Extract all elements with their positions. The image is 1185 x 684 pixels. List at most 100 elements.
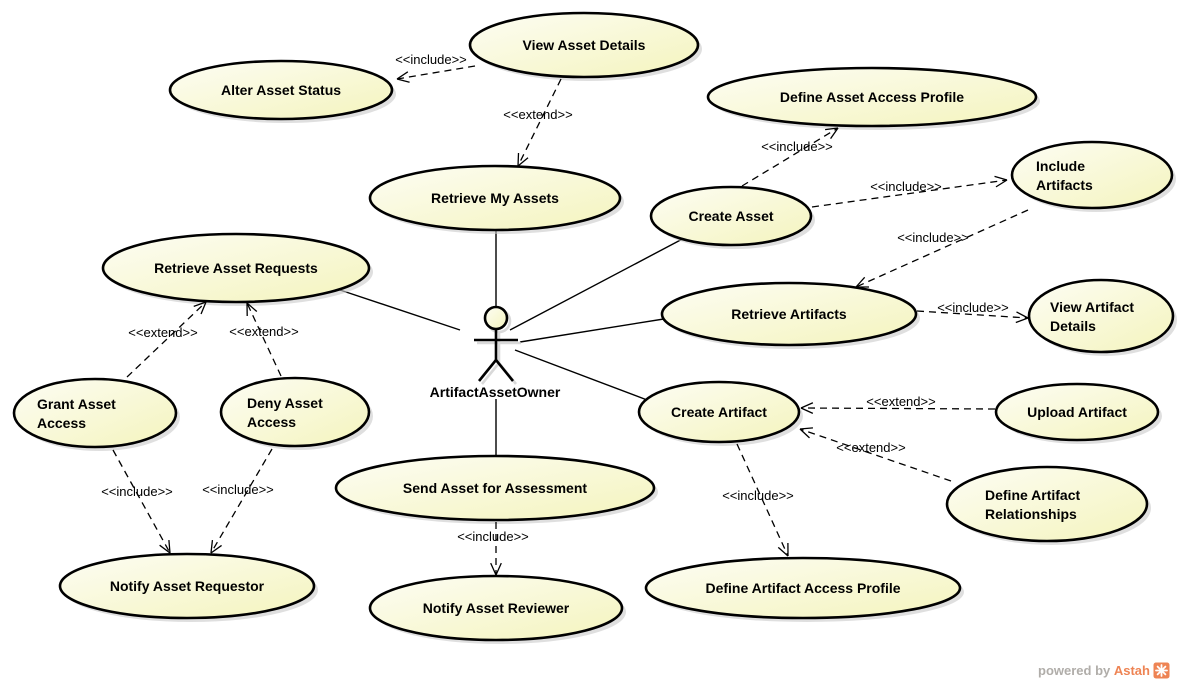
open-arrowhead-icon bbox=[799, 427, 814, 430]
usecase-ellipse bbox=[706, 66, 1038, 128]
stereotype-label: <<include>> bbox=[202, 482, 274, 497]
watermark-brand-link[interactable]: Astah bbox=[1113, 662, 1150, 678]
usecase-ellipse bbox=[660, 281, 918, 347]
dependency-dashed-line bbox=[517, 78, 562, 167]
open-arrowhead-icon bbox=[799, 428, 810, 439]
association-owner-create-asset bbox=[509, 234, 691, 331]
open-arrowhead-icon bbox=[210, 544, 222, 554]
stereotype-label: <<include>> bbox=[870, 179, 942, 194]
usecase-label-create-artifact: Create Artifact bbox=[671, 404, 767, 420]
usecase-label-retrieve-my-assets: Retrieve My Assets bbox=[431, 190, 559, 206]
open-arrowhead-icon bbox=[995, 179, 1008, 188]
usecase-deny-asset-access bbox=[219, 376, 373, 450]
stereotype-label: <<include>> bbox=[761, 139, 833, 154]
stereotype-label: <<include>> bbox=[937, 300, 1009, 315]
dependency-upload-artifact-extend-create-artifact: <<extend>> bbox=[800, 394, 996, 414]
usecase-create-artifact bbox=[637, 380, 803, 446]
open-arrowhead-icon bbox=[396, 71, 409, 80]
usecase-retrieve-my-assets bbox=[368, 164, 624, 234]
dependency-view-asset-details-include-alter-asset-status: <<include>> bbox=[395, 52, 476, 83]
stereotype-label: <<include>> bbox=[897, 230, 969, 245]
open-arrowhead-icon bbox=[495, 562, 502, 576]
actor-head bbox=[483, 305, 509, 331]
usecase-create-asset bbox=[649, 185, 815, 249]
dependency-dashed-line bbox=[736, 443, 789, 557]
association-owner-retrieve-asset-requests bbox=[339, 289, 461, 331]
usecase-notify-asset-requestor bbox=[58, 552, 318, 622]
association-owner-retrieve-artifacts bbox=[519, 317, 671, 343]
open-arrowhead-icon bbox=[490, 562, 497, 576]
usecase-ellipse bbox=[368, 574, 624, 642]
actor-artifact-asset-owner bbox=[474, 305, 518, 382]
usecase-include-artifacts bbox=[1010, 140, 1176, 212]
open-arrowhead-icon bbox=[830, 127, 839, 140]
usecase-label-define-artifact-access-profile: Define Artifact Access Profile bbox=[705, 580, 900, 596]
dependency-dashed-line bbox=[799, 428, 952, 482]
dependency-deny-asset-access-extend-retrieve-asset-requests: <<extend>> bbox=[229, 302, 299, 377]
open-arrowhead-icon bbox=[517, 157, 529, 167]
dependency-dashed-line bbox=[916, 310, 1029, 319]
dependency-dashed-line bbox=[396, 65, 476, 80]
stereotype-label: <<extend>> bbox=[128, 325, 197, 340]
stereotype-label: <<extend>> bbox=[503, 107, 572, 122]
dependency-dashed-line bbox=[112, 449, 171, 554]
open-arrowhead-icon bbox=[800, 402, 814, 409]
open-arrowhead-icon bbox=[193, 301, 207, 307]
open-arrowhead-icon bbox=[200, 301, 207, 315]
usecase-ellipse bbox=[1027, 278, 1175, 354]
usecase-label-create-asset: Create Asset bbox=[688, 208, 773, 224]
usecase-upload-artifact bbox=[994, 382, 1162, 444]
dependency-dashed-line bbox=[246, 302, 282, 377]
usecase-view-artifact-details bbox=[1027, 278, 1177, 356]
usecase-label-retrieve-artifacts: Retrieve Artifacts bbox=[731, 306, 847, 322]
usecase-ellipse bbox=[58, 552, 316, 620]
dependency-define-artifact-relationships-extend-create-artifact: <<extend>> bbox=[799, 427, 952, 482]
open-arrowhead-icon bbox=[396, 78, 410, 83]
open-arrowhead-icon bbox=[159, 544, 171, 554]
open-arrowhead-icon bbox=[168, 539, 171, 554]
astah-logo-icon bbox=[1153, 662, 1170, 678]
dependency-view-asset-details-extend-retrieve-my-assets: <<extend>> bbox=[503, 78, 573, 167]
open-arrowhead-icon bbox=[777, 546, 789, 557]
usecase-label-notify-asset-requestor: Notify Asset Requestor bbox=[110, 578, 265, 594]
usecase-define-artifact-relationships bbox=[945, 465, 1151, 545]
dependency-dashed-line bbox=[210, 448, 273, 554]
dependency-grant-asset-access-include-notify-asset-requestor: <<include>> bbox=[101, 449, 173, 554]
usecase-send-asset-for-assessment bbox=[334, 454, 658, 524]
usecase-label-view-asset-details: View Asset Details bbox=[523, 37, 646, 53]
dependency-retrieve-artifacts-include-view-artifact-details: <<include>> bbox=[916, 300, 1029, 324]
usecase-label-notify-asset-reviewer: Notify Asset Reviewer bbox=[423, 600, 570, 616]
usecase-ellipse bbox=[368, 164, 622, 232]
usecase-alter-asset-status bbox=[168, 59, 396, 123]
watermark-powered-by-text: powered by bbox=[1038, 662, 1114, 678]
usecase-label-send-asset-for-assessment: Send Asset for Assessment bbox=[403, 480, 587, 496]
stereotype-label: <<extend>> bbox=[836, 440, 905, 455]
dependency-deny-asset-access-include-notify-asset-requestor: <<include>> bbox=[202, 448, 274, 554]
open-arrowhead-icon bbox=[210, 540, 214, 554]
open-arrowhead-icon bbox=[1016, 311, 1029, 319]
usecase-retrieve-asset-requests bbox=[101, 232, 373, 306]
open-arrowhead-icon bbox=[517, 152, 520, 167]
usecase-ellipse bbox=[945, 465, 1149, 543]
open-arrowhead-icon bbox=[825, 127, 839, 131]
usecase-ellipse bbox=[1010, 140, 1174, 210]
usecase-label-define-asset-access-profile: Define Asset Access Profile bbox=[780, 89, 964, 105]
usecase-ellipse bbox=[649, 185, 813, 247]
usecase-label-upload-artifact: Upload Artifact bbox=[1027, 404, 1127, 420]
usecase-ellipse bbox=[12, 377, 178, 449]
dependency-send-asset-include-notify-asset-reviewer: <<include>> bbox=[457, 522, 529, 576]
actor-label: ArtifactAssetOwner bbox=[430, 384, 561, 400]
stereotype-label: <<include>> bbox=[722, 488, 794, 503]
usecase-label-retrieve-asset-requests: Retrieve Asset Requests bbox=[154, 260, 318, 276]
usecase-grant-asset-access bbox=[12, 377, 180, 451]
usecase-ellipse bbox=[468, 11, 700, 79]
open-arrowhead-icon bbox=[246, 302, 258, 313]
stereotype-label: <<extend>> bbox=[866, 394, 935, 409]
usecase-view-asset-details bbox=[468, 11, 702, 81]
